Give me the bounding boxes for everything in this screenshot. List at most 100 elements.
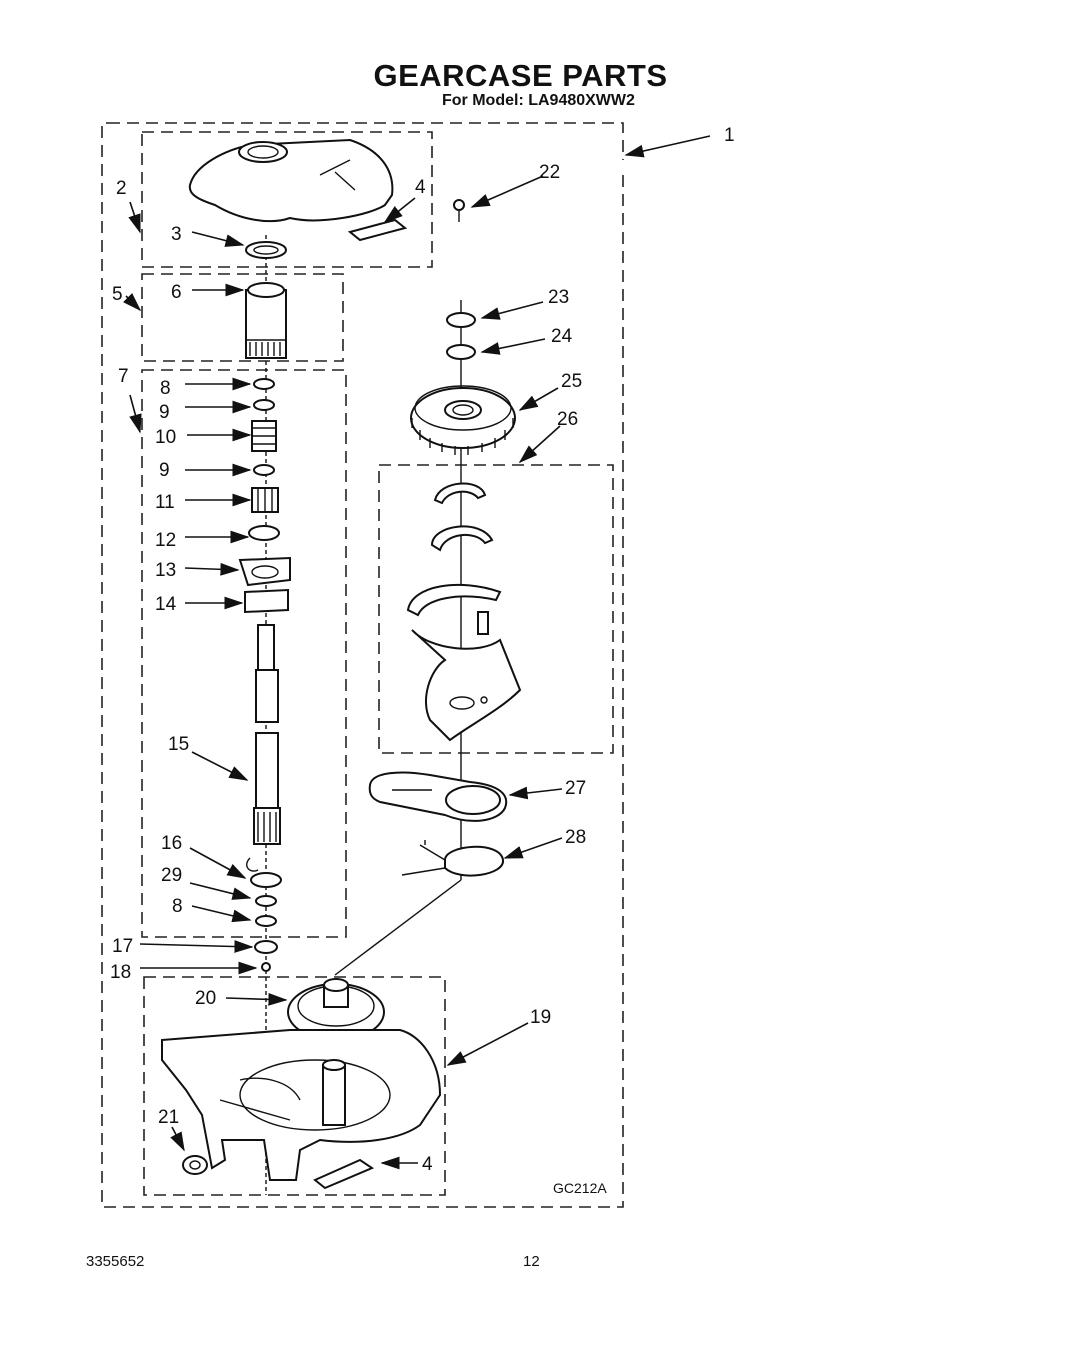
outline-cover-kit: [141, 131, 433, 268]
clip-part: [246, 857, 259, 872]
washer-lower: [253, 464, 275, 476]
callout-3: 3: [171, 224, 182, 245]
leader-27: [508, 786, 563, 800]
outline-shaft-kit: [141, 369, 347, 938]
gear-axis-connector: [334, 879, 462, 976]
sealant-tube-lower: [313, 1158, 375, 1190]
page-number: 12: [523, 1253, 540, 1270]
callout-2: 2: [116, 178, 127, 199]
shifter-plate: [411, 629, 522, 742]
drive-block: [244, 588, 289, 614]
washer-upper: [253, 399, 275, 411]
shifter-cam: [406, 583, 502, 635]
retaining-ring-upper: [253, 378, 275, 390]
callout-6: 6: [171, 282, 182, 303]
callout-4-lower: 4: [422, 1154, 433, 1175]
callout-10: 10: [155, 427, 176, 448]
callout-15: 15: [168, 734, 189, 755]
callout-29: 29: [161, 865, 182, 886]
leader-15: [191, 751, 249, 781]
leader-29: [189, 882, 252, 900]
callout-23: 23: [548, 287, 569, 308]
callout-16: 16: [161, 833, 182, 854]
callout-19: 19: [530, 1007, 551, 1028]
leader-28: [503, 837, 563, 859]
callout-12: 12: [155, 530, 176, 551]
leader-19: [446, 1022, 529, 1066]
retaining-ring-lower: [255, 915, 277, 927]
leader-13: [184, 562, 240, 576]
callout-20: 20: [195, 988, 216, 1009]
leader-1: [624, 135, 711, 158]
leader-20: [225, 993, 288, 1006]
outline-gearcase-assembly: [101, 122, 624, 1208]
callout-25: 25: [561, 371, 582, 392]
callout-7: 7: [118, 366, 129, 387]
outline-shifter-kit: [378, 464, 614, 754]
leader-23: [480, 301, 544, 320]
callout-9-lower: 9: [159, 460, 170, 481]
leader-16: [189, 847, 247, 879]
washer-small: [255, 895, 277, 907]
page-title: GEARCASE PARTS: [373, 58, 668, 93]
lever-spring: [401, 840, 504, 877]
shift-lever: [368, 771, 508, 822]
washer-29: [250, 872, 282, 888]
outline-housing-kit: [143, 976, 446, 1196]
shifter-ring-middle: [430, 525, 494, 552]
seal-part: [245, 241, 287, 259]
callout-21: 21: [158, 1107, 179, 1128]
shifter-ring-upper: [433, 482, 487, 505]
callout-11: 11: [155, 492, 175, 513]
callout-17: 17: [112, 936, 133, 957]
washer-23: [446, 312, 476, 328]
leader-21: [170, 1126, 185, 1152]
leader-26: [518, 425, 561, 464]
thrust-washer: [248, 525, 280, 541]
callout-5: 5: [112, 284, 123, 305]
callout-18: 18: [110, 962, 131, 983]
callout-8-upper: 8: [160, 378, 171, 399]
callout-8-lower: 8: [172, 896, 183, 917]
leader-5: [123, 293, 142, 312]
leader-22: [470, 175, 544, 208]
main-gear: [410, 385, 516, 455]
ball-18: [261, 962, 271, 972]
washer-24: [446, 344, 476, 360]
callout-14: 14: [155, 594, 177, 615]
oil-seal: [182, 1155, 208, 1175]
leader-7: [129, 394, 142, 434]
gearcase-cover: [188, 138, 394, 223]
spring-part: [251, 420, 277, 452]
sealant-tube-upper: [347, 218, 408, 242]
callout-22: 22: [539, 162, 560, 183]
shift-fork: [238, 556, 291, 587]
pinion-gear: [251, 487, 279, 513]
gearcase-housing: [161, 1029, 442, 1181]
callout-24: 24: [551, 326, 573, 347]
callout-26: 26: [557, 409, 578, 430]
leader-25: [518, 387, 559, 411]
callout-9-upper: 9: [159, 402, 170, 423]
leader-8-lower: [191, 905, 252, 923]
cover-screw: [453, 199, 465, 222]
callout-1: 1: [724, 125, 735, 146]
clutch-part: [245, 282, 287, 359]
leader-2: [128, 201, 141, 234]
leader-17: [139, 940, 254, 953]
callout-13: 13: [155, 560, 176, 581]
callout-27: 27: [565, 778, 586, 799]
model-subtitle: For Model: LA9480XWW2: [442, 92, 635, 109]
outline-clutch-kit: [141, 273, 344, 362]
leader-4-upper: [383, 197, 416, 223]
callout-28: 28: [565, 827, 586, 848]
diagram-code: GC212A: [553, 1180, 607, 1196]
agitator-shaft: [253, 624, 281, 845]
leader-3: [191, 231, 245, 247]
bearing-17: [254, 940, 278, 954]
leader-24: [480, 338, 546, 355]
callout-4-upper: 4: [415, 177, 426, 198]
document-number: 3355652: [86, 1253, 145, 1270]
